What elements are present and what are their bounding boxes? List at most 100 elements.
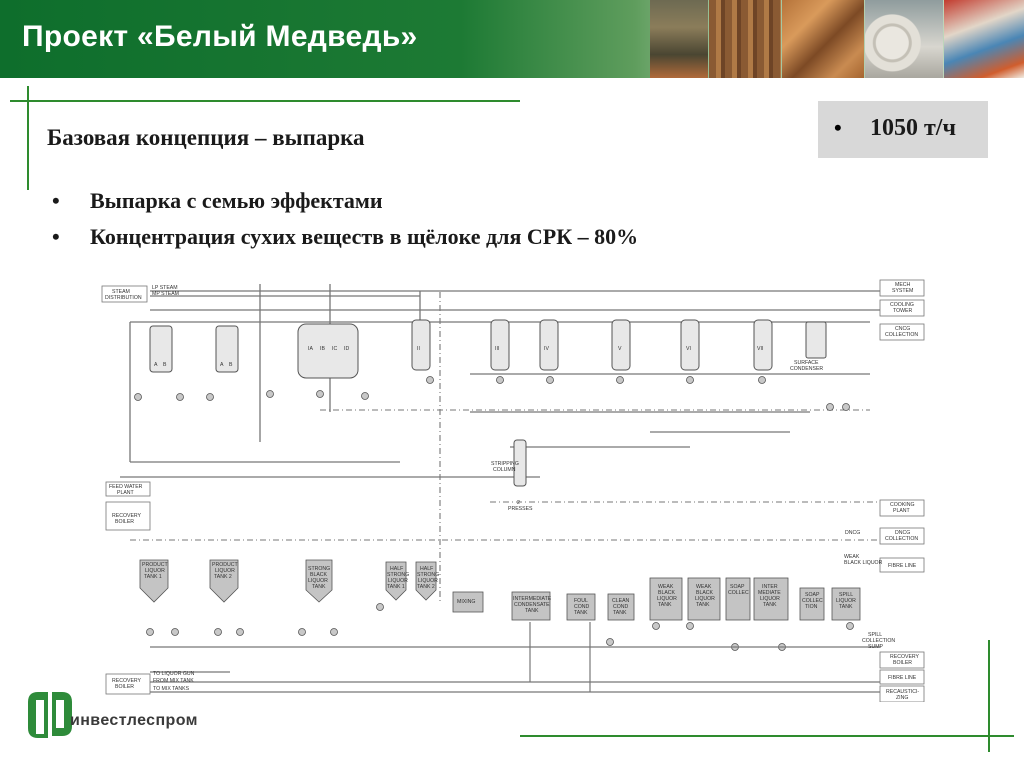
- label-presses-2: PRESSES: [508, 506, 533, 512]
- tank-label: CLEAN: [612, 598, 630, 604]
- tank-label: MIXING: [457, 599, 475, 605]
- label-lp-steam: LP STEAM: [152, 285, 178, 291]
- tank-label: TANK: [312, 584, 326, 590]
- investlesprom-logo: [28, 692, 72, 738]
- label-spill-sump-3: SUMP: [868, 644, 884, 650]
- dashed-lines: [130, 292, 880, 602]
- label-mech-2: SYSTEM: [892, 288, 913, 294]
- label-to-mix-tanks: TO MIX TANKS: [153, 686, 190, 692]
- label-recovery-top-1: RECOVERY: [112, 513, 142, 519]
- bullet-dot: •: [52, 188, 60, 213]
- tank-label: TANK: [525, 608, 539, 614]
- bottom-horizontal-line: [520, 735, 1014, 737]
- label-cncg-1: CNCG: [895, 326, 910, 332]
- tank-label: FOUL: [574, 598, 588, 604]
- tank-label: TANK 1: [387, 584, 405, 590]
- effect-ab-left: [149, 323, 359, 379]
- label-dncg: DNCG: [845, 530, 860, 536]
- tank-label: TANK 2: [417, 584, 435, 590]
- tank-label: SPILL: [839, 592, 853, 598]
- tank-label: SOAP: [730, 584, 745, 590]
- label-fibre-line-1: FIBRE LINE: [888, 563, 917, 569]
- tank-label: LIQUOR: [388, 578, 408, 584]
- right-label-boxes: [879, 279, 925, 702]
- tank-label: HALF: [390, 566, 403, 572]
- capacity-value: 1050 т/ч: [870, 115, 956, 141]
- tank-label: LIQUOR: [836, 598, 856, 604]
- tank-label: HALF: [420, 566, 433, 572]
- label-recaust-1: RECAUSTICI-: [886, 689, 919, 695]
- label-steam-2: DISTRIBUTION: [105, 295, 142, 301]
- bottom-tanks: [139, 559, 861, 621]
- pumps: [134, 376, 854, 651]
- label-effect-vii: VII: [757, 346, 763, 352]
- tank-label: COLLEC: [802, 598, 823, 604]
- bottom-right-vertical-line: [988, 640, 990, 752]
- label-surface-1: SURFACE: [794, 360, 819, 366]
- label-feed-water-1: FEED WATER: [109, 484, 143, 490]
- label-dncg-1: DNCG: [895, 530, 910, 536]
- tank-label: TANK: [839, 604, 853, 610]
- label-effect-v: V: [618, 346, 622, 352]
- bullet-text: Концентрация сухих веществ в щёлоке для …: [90, 224, 639, 249]
- label-cooling-1: COOLING: [890, 302, 914, 308]
- tank-label: INTERMEDIATE: [513, 596, 552, 602]
- label-spill-sump-2: COLLECTION: [862, 638, 895, 644]
- tank-label: COND: [574, 604, 590, 610]
- label-recaust-2: ZING: [896, 695, 908, 701]
- tank-label: BLACK: [696, 590, 714, 596]
- tank-label: TANK: [613, 610, 627, 616]
- label-presses-1: 2: [517, 500, 520, 506]
- forestry-photo: [650, 0, 708, 78]
- label-from-mix-tank: FROM MIX TANK: [153, 678, 194, 684]
- label-cooking-1: COOKING: [890, 502, 915, 508]
- header-bar: Проект «Белый Медведь»: [0, 0, 1024, 78]
- tank-label: TANK: [763, 602, 777, 608]
- tank-label: LIQUOR: [418, 578, 438, 584]
- tank-label: STRONG: [308, 566, 330, 572]
- label-effect-ia: IA: [308, 346, 313, 352]
- label-mech-1: MECH: [895, 282, 911, 288]
- bullet-list: •Выпарка с семью эффектами • Концентрация…: [52, 185, 638, 257]
- tank-label: TANK 1: [144, 574, 162, 580]
- label-cncg-2: COLLECTION: [885, 332, 918, 338]
- label-to-liquor-gun: TO LIQUOR GUN: [153, 671, 195, 677]
- label-steam-1: STEAM: [112, 289, 130, 295]
- bullet-dot: •: [52, 224, 60, 249]
- label-effect-id: ID: [344, 346, 349, 352]
- tank-label: SOAP: [805, 592, 820, 598]
- label-effect-ii: II: [417, 346, 420, 352]
- bullet-item: • Концентрация сухих веществ в щёлоке для…: [52, 221, 638, 257]
- tank-label: TANK: [574, 610, 588, 616]
- page-title: Проект «Белый Медведь»: [22, 20, 418, 53]
- slide-subtitle: Базовая концепция – выпарка: [47, 125, 365, 150]
- tank-label: STRONG: [417, 572, 439, 578]
- tank-label: TANK: [658, 602, 672, 608]
- label-effect-b1: B: [163, 362, 167, 368]
- tank-label: LIQUOR: [308, 578, 328, 584]
- bullet-dot: •: [834, 115, 842, 140]
- label-stripping-1: STRIPPING: [491, 461, 519, 467]
- tank-label: COLLEC: [728, 590, 749, 596]
- bullet-item: •Выпарка с семью эффектами: [52, 185, 638, 221]
- label-dncg-2: COLLECTION: [885, 536, 918, 542]
- tank-label: WEAK: [658, 584, 674, 590]
- plywood-photo: [782, 0, 864, 78]
- tank-label: WEAK: [696, 584, 712, 590]
- label-recovery-bottom-2: BOILER: [115, 684, 134, 690]
- logs-photo: [709, 0, 781, 78]
- label-spill-sump-1: SPILL: [868, 632, 882, 638]
- tank-label: CONDENSATE: [514, 602, 550, 608]
- bottom-pipes: [150, 622, 880, 693]
- tank-label: MEDIATE: [758, 590, 781, 596]
- label-effect-vi: VI: [686, 346, 691, 352]
- label-effect-b2: B: [229, 362, 233, 368]
- label-effect-a1: A: [154, 362, 158, 368]
- tank-label: LIQUOR: [760, 596, 780, 602]
- paper-rolls-photo: [865, 0, 943, 78]
- tank-label: TANK: [696, 602, 710, 608]
- label-stripping-2: COLUMN: [493, 467, 516, 473]
- label-weak-black-1: WEAK: [844, 554, 860, 560]
- packaging-photo: [944, 0, 1024, 78]
- tank-label: BLACK: [658, 590, 676, 596]
